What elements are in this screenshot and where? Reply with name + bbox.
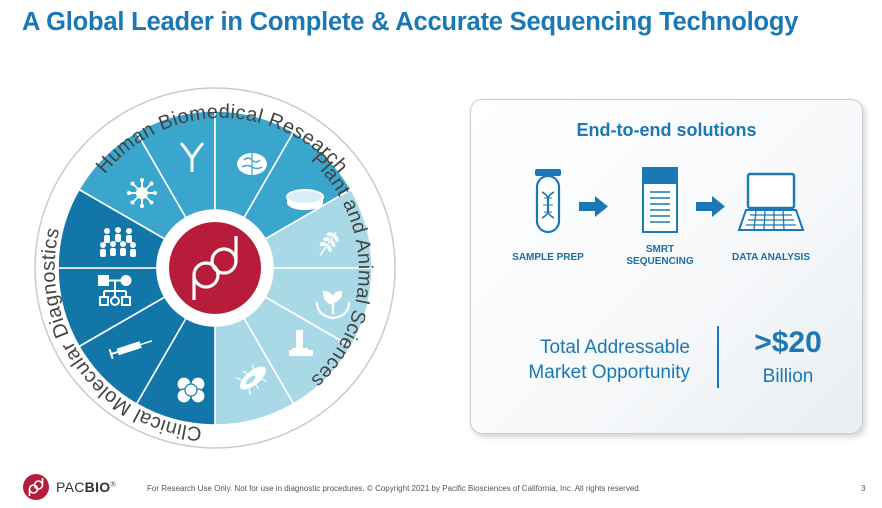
antibody-icon	[179, 142, 205, 172]
population-icon	[100, 227, 136, 257]
application-wheel: Human Biomedical Research Plant and Anim…	[34, 87, 396, 449]
pb-monogram-icon	[192, 236, 238, 300]
plant-hands-icon	[315, 290, 351, 320]
sequencer-icon	[642, 167, 678, 233]
slide-title: A Global Leader in Complete & Accurate S…	[22, 8, 799, 36]
end-to-end-panel: End-to-end solutions	[470, 99, 863, 434]
wheat-icon	[319, 232, 339, 256]
footer-disclaimer: For Research Use Only. Not for use in di…	[147, 484, 641, 493]
step-label-smrt-sequencing: SMRT SEQUENCING	[626, 244, 694, 267]
dna-vial-icon	[535, 169, 561, 234]
page-number: 3	[861, 484, 866, 493]
step-label-sample-prep: SAMPLE PREP	[512, 252, 584, 263]
petri-dish-icon	[286, 189, 324, 210]
arrow-right-icon	[696, 196, 725, 217]
tam-unit: Billion	[762, 366, 814, 387]
step-label-data-analysis: DATA ANALYSIS	[732, 252, 810, 263]
cells-icon	[176, 376, 206, 404]
syringe-icon	[108, 340, 153, 360]
bacteria-icon	[235, 364, 267, 395]
footer-wordmark: PACBIO®	[56, 479, 116, 495]
arrow-right-icon	[579, 196, 608, 217]
brain-icon	[237, 153, 267, 175]
panel-title: End-to-end solutions	[576, 120, 757, 140]
tam-value: >$20	[754, 326, 822, 359]
laptop-icon	[737, 172, 805, 231]
footer-pacbio-logo-icon	[23, 474, 49, 500]
pedigree-icon	[98, 275, 132, 306]
tam-divider	[717, 326, 719, 388]
workflow-icons	[535, 167, 805, 234]
tam-label: Total Addressable Market Opportunity	[528, 337, 690, 383]
microscope-icon	[289, 330, 313, 356]
virus-icon	[126, 177, 158, 209]
